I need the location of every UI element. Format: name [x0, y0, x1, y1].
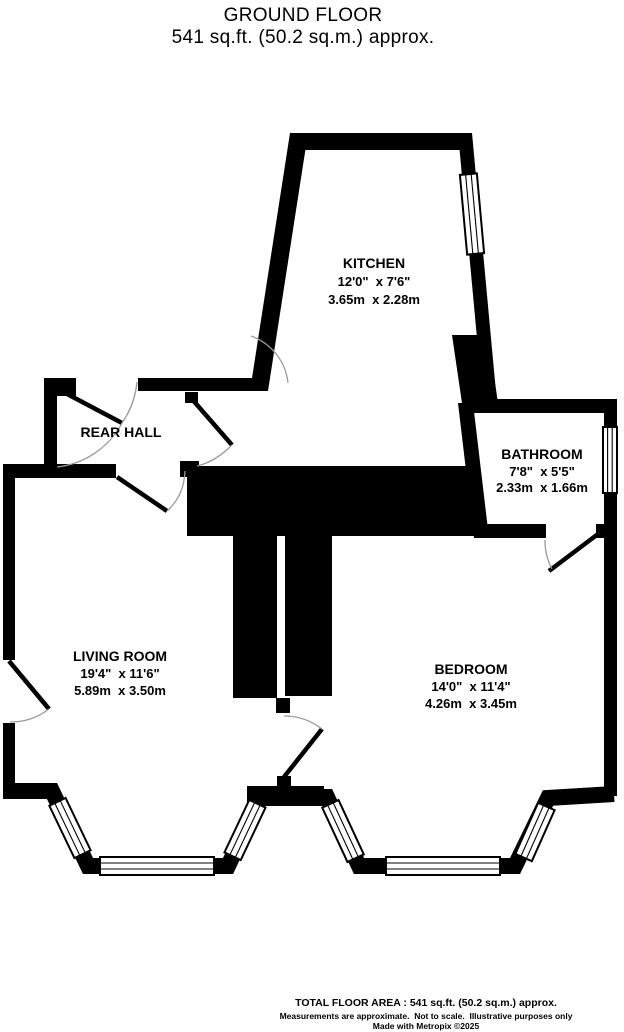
labels-layer: GROUND FLOOR 541 sq.ft. (50.2 sq.m.) app… [73, 5, 588, 1031]
divider-wall-right [285, 536, 332, 696]
back-door [50, 381, 138, 468]
plan-title: GROUND FLOOR [224, 5, 383, 26]
living-room-top-wall [3, 464, 116, 478]
living-room-dim-imperial: 19'4" x 11'6" [80, 666, 159, 681]
front-door [7, 659, 51, 723]
bathroom-label: BATHROOM [501, 446, 582, 462]
walls-layer [3, 133, 617, 874]
bathroom-top-wall [462, 399, 617, 413]
kitchen-window [458, 172, 486, 256]
bedroom-bay-window-left [320, 798, 366, 864]
kitchen-left-wall [250, 133, 308, 391]
rear-hall-left-wall [44, 378, 57, 472]
bathroom-dim-metric: 2.33m x 1.66m [496, 480, 588, 495]
bedroom-bay-window-front [385, 856, 501, 876]
kitchen-dim-imperial: 12'0" x 7'6" [338, 274, 411, 289]
bedroom-door [282, 715, 324, 779]
bedroom-dim-metric: 4.26m x 3.45m [425, 696, 517, 711]
central-wall-band [187, 466, 478, 536]
kitchen-dim-metric: 3.65m x 2.28m [328, 292, 420, 307]
living-room-bay-window-front [99, 856, 215, 876]
doors-layer [7, 335, 604, 779]
kitchen-chimney-block [452, 335, 498, 403]
bathroom-dim-imperial: 7'8" x 5'5" [509, 464, 575, 479]
bedroom-label: BEDROOM [434, 661, 507, 677]
footer-disclaimer: Measurements are approximate. Not to sca… [280, 1011, 573, 1021]
plan-title-area: 541 sq.ft. (50.2 sq.m.) approx. [172, 27, 435, 48]
bedroom-bay-window-right [514, 801, 556, 863]
bedroom-bay-wall [247, 786, 615, 874]
living-room-bay-window-right [223, 798, 267, 862]
bathroom-door [544, 529, 604, 573]
rear-hall-top-wall [138, 378, 266, 391]
windows-layer [48, 172, 618, 876]
living-room-label: LIVING ROOM [73, 648, 167, 664]
divider-wall-left [233, 536, 277, 698]
divider-wall-gap [277, 536, 285, 698]
kitchen-label: KITCHEN [343, 255, 405, 271]
right-outer-wall [604, 399, 617, 796]
kitchen-door-stub [185, 392, 198, 403]
bathroom-window [602, 426, 618, 494]
living-room-dim-metric: 5.89m x 3.50m [74, 683, 166, 698]
footer-total-area: TOTAL FLOOR AREA : 541 sq.ft. (50.2 sq.m… [295, 997, 557, 1009]
footer-credit: Made with Metropix ©2025 [373, 1021, 480, 1031]
bedroom-door-stub [276, 698, 290, 713]
living-room-bay-window-left [48, 796, 92, 860]
left-outer-wall-lower [3, 723, 15, 791]
kitchen-door [189, 335, 289, 467]
living-room-door [115, 470, 186, 513]
kitchen-top-wall [290, 133, 468, 150]
bedroom-dim-imperial: 14'0" x 11'4" [431, 679, 510, 694]
bathroom-bottom-wall [474, 524, 546, 538]
rear-hall-label: REAR HALL [81, 424, 162, 440]
left-outer-wall-upper [3, 464, 15, 660]
